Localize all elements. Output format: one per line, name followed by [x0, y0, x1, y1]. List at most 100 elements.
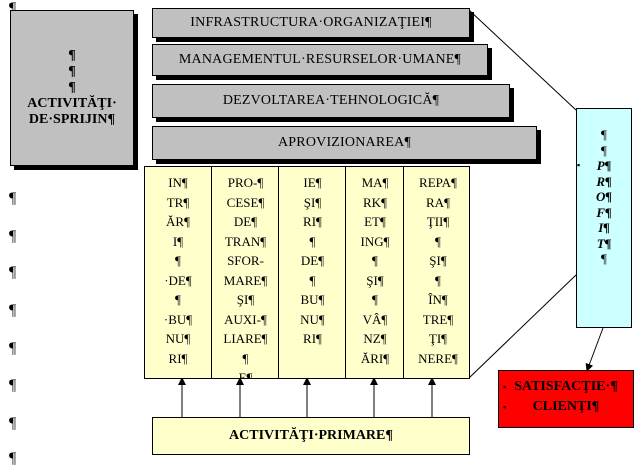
- column-line: ĂR¶: [166, 214, 190, 229]
- column-line: RI¶: [303, 331, 322, 346]
- primary-activities-box: ACTIVITĂŢI·PRIMARE¶: [152, 417, 470, 455]
- margin-pilcrow: ¶: [9, 340, 17, 357]
- procurement-box: APROVIZIONAREA¶: [152, 126, 537, 160]
- support-line: ¶: [68, 48, 76, 63]
- arrow-profit-to-satisfaction: [585, 327, 604, 372]
- column-line: TR¶: [166, 194, 190, 210]
- support-title-line1: ACTIVITĂŢI·: [27, 96, 117, 111]
- satisfaction-bullet: ▪: [503, 402, 507, 412]
- column-line: ¶: [372, 253, 378, 268]
- support-title-line2: DE·SPRIJIN¶: [28, 112, 116, 127]
- hr-management-label: MANAGEMENTUL·RESURSELOR·UMANE¶: [178, 52, 462, 67]
- column-line: ·BU¶: [163, 311, 193, 327]
- column-line: MARE¶: [223, 272, 268, 288]
- column-marketing-sales: MA¶ RK¶ ET¶ ING¶ ¶ ŞI¶ ¶ VÂ¶ NZ¶ ĂRI¶: [345, 167, 404, 378]
- column-line: ¶: [309, 272, 316, 288]
- margin-pilcrow: ¶: [9, 302, 17, 319]
- support-activities-box: ¶ ¶ ¶ ACTIVITĂŢI· DE·SPRIJIN¶: [10, 10, 134, 166]
- column-line: ET¶: [364, 214, 386, 229]
- column-line: ĂRI¶: [360, 350, 390, 366]
- satisfaction-line1: SATISFACŢIE·¶: [514, 379, 618, 394]
- column-operations: PRO-¶ CESE¶ DE¶ TRAN¶ SFOR- MARE¶ ŞI¶ AUXI-¶ LIA…: [211, 167, 279, 378]
- column-line: ¶: [309, 233, 316, 249]
- column-line: E¶: [238, 370, 253, 378]
- profit-letter: F¶: [596, 204, 612, 220]
- profit-letter: R¶: [596, 173, 612, 189]
- column-line: REPA¶: [419, 175, 457, 190]
- column-line: ŢII¶: [426, 214, 450, 229]
- column-line: ¶: [175, 253, 181, 268]
- column-line: ŞI¶: [429, 253, 447, 268]
- column-line: IE¶: [303, 175, 322, 190]
- infrastructure-label: INFRASTRUCTURA·ORGANIZAŢIEI¶: [190, 15, 432, 30]
- primary-activities-label: ACTIVITĂŢI·PRIMARE¶: [229, 428, 393, 443]
- technology-development-box: DEZVOLTAREA·TEHNOLOGICĂ¶: [152, 84, 510, 118]
- column-line: NZ¶: [363, 331, 387, 346]
- profit-letter: I¶: [598, 220, 610, 235]
- column-line: ¶: [372, 292, 378, 307]
- column-line: I¶: [172, 233, 184, 249]
- margin-pilcrow: ¶: [9, 190, 17, 207]
- margin-pilcrow: ¶: [9, 377, 17, 394]
- support-line: ¶: [68, 80, 76, 95]
- column-line: PRO-¶: [227, 175, 264, 190]
- profit-pilcrow: ¶: [601, 127, 607, 142]
- profit-pilcrow: ¶: [601, 251, 607, 266]
- column-line: ŢI¶: [428, 331, 448, 346]
- column-line: ¶: [435, 233, 441, 249]
- profit-letter: T¶: [596, 235, 612, 251]
- column-line: RI¶: [168, 350, 188, 366]
- column-line: LIARE¶: [223, 331, 268, 346]
- column-line: TRE¶: [422, 311, 454, 327]
- margin-pilcrow: ¶: [9, 415, 17, 432]
- satisfaction-line2: CLIENŢI¶: [532, 399, 600, 414]
- column-line: RK¶: [363, 194, 387, 210]
- column-line: TRAN¶: [224, 233, 267, 249]
- customer-satisfaction-box: ▪ SATISFACŢIE·¶ ▪ CLIENŢI¶: [498, 370, 634, 428]
- column-line: DE¶: [233, 214, 258, 229]
- column-line: ING¶: [360, 233, 390, 249]
- column-line: NU¶: [165, 331, 191, 346]
- column-line: ŞI¶: [303, 194, 322, 210]
- column-service: REPA¶ RA¶ ŢII¶ ¶ ŞI¶ ¶ ÎN¶ TRE¶ ŢI¶ NERE¶: [403, 167, 472, 378]
- column-line: MA¶: [361, 175, 389, 190]
- procurement-label: APROVIZIONAREA¶: [277, 135, 411, 150]
- support-line: ¶: [68, 64, 76, 79]
- column-line: ¶: [242, 350, 249, 366]
- technology-development-label: DEZVOLTAREA·TEHNOLOGICĂ¶: [222, 93, 440, 108]
- column-inbound-logistics: IN¶ TR¶ ĂR¶ I¶ ¶ ·DE¶ ¶ ·BU¶ NU¶ RI¶: [145, 167, 211, 378]
- satisfaction-bullet: ▪: [503, 382, 507, 392]
- margin-pilcrow: ¶: [9, 450, 17, 467]
- profit-letter: O¶: [596, 189, 612, 204]
- chevron-line-top: [468, 9, 577, 111]
- chevron-line-bottom: [468, 274, 577, 379]
- column-line: SFOR-: [227, 253, 264, 268]
- column-line: NU¶: [300, 311, 325, 327]
- column-line: RA¶: [426, 194, 450, 210]
- column-line: AUXI-¶: [224, 311, 267, 327]
- profit-letter: P¶: [596, 158, 612, 173]
- column-line: ¶: [435, 272, 441, 288]
- column-line: CESE¶: [226, 194, 265, 210]
- column-line: ·DE¶: [164, 272, 192, 288]
- hr-management-box: MANAGEMENTUL·RESURSELOR·UMANE¶: [152, 44, 488, 76]
- margin-pilcrow: ¶: [9, 264, 17, 281]
- infrastructure-box: INFRASTRUCTURA·ORGANIZAŢIEI¶: [152, 8, 470, 38]
- column-line: ÎN¶: [428, 292, 448, 307]
- column-line: VÂ¶: [362, 311, 388, 327]
- column-line: NERE¶: [418, 350, 458, 366]
- profit-pilcrow: ¶: [601, 142, 607, 158]
- column-outbound-logistics: IE¶ ŞI¶ RI¶ ¶ DE¶ ¶ BU¶ NU¶ RI¶: [278, 167, 346, 378]
- column-line: BU¶: [300, 292, 325, 307]
- column-line: DE¶: [300, 253, 325, 268]
- primary-activities-columns: IN¶ TR¶ ĂR¶ I¶ ¶ ·DE¶ ¶ ·BU¶ NU¶ RI¶ PRO-¶ CESE¶ DE…: [144, 166, 470, 379]
- column-line: IN¶: [168, 175, 188, 190]
- column-line: ŞI¶: [236, 292, 255, 307]
- column-line: ŞI¶: [366, 272, 384, 288]
- margin-pilcrow: ¶: [9, 0, 17, 17]
- profit-box: ¶ ¶ ▪ P¶ R¶ O¶ F¶ I¶ T¶ ¶: [576, 108, 632, 328]
- profit-bullet: ▪: [577, 160, 581, 170]
- column-line: ¶: [175, 292, 181, 307]
- column-line: RI¶: [303, 214, 322, 229]
